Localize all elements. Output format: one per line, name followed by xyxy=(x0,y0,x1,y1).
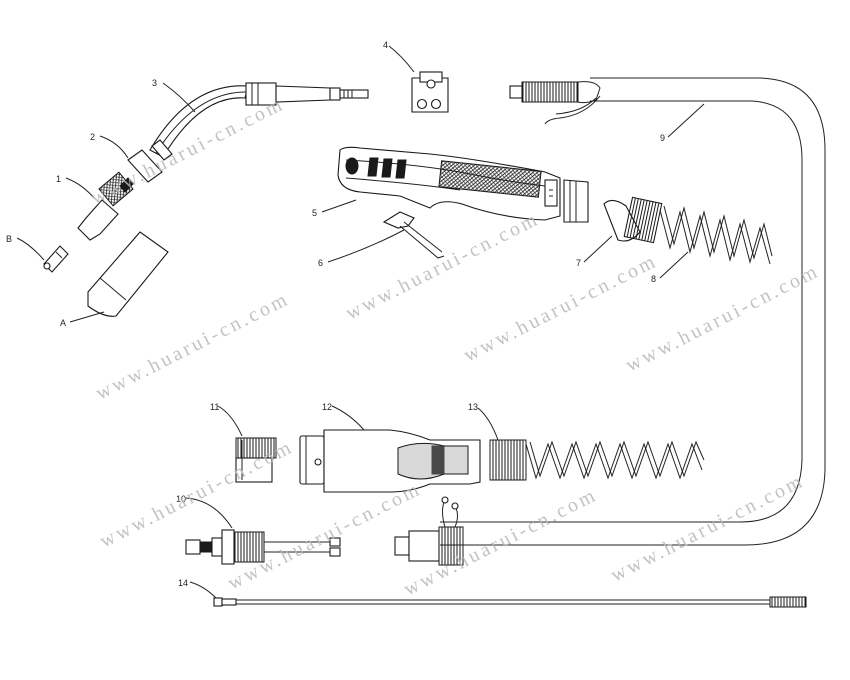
label-9: 9 xyxy=(660,133,665,143)
label-1: 1 xyxy=(56,174,61,184)
label-12: 12 xyxy=(322,402,332,412)
watermark: www.huarui-cn.com xyxy=(460,250,661,367)
cable-assembly xyxy=(394,77,826,566)
watermark: www.huarui-cn.com xyxy=(342,208,543,325)
contact-tip-part xyxy=(43,245,69,273)
label-13: 13 xyxy=(468,402,478,412)
spring-lower-part xyxy=(489,439,705,481)
rear-bushing-part xyxy=(603,196,663,244)
watermark: www.huarui-cn.com xyxy=(96,436,297,553)
nozzle-part xyxy=(87,231,169,317)
insulator-part xyxy=(127,139,173,183)
label-4: 4 xyxy=(383,40,388,50)
watermark: www.huarui-cn.com xyxy=(607,470,808,587)
label-6: 6 xyxy=(318,258,323,268)
swan-neck-part xyxy=(149,82,369,158)
tip-holder-part xyxy=(77,171,134,241)
spring-upper-part xyxy=(659,205,773,265)
label-5: 5 xyxy=(312,208,317,218)
block-part xyxy=(411,71,449,113)
label-10: 10 xyxy=(176,494,186,504)
rear-handle-part xyxy=(299,429,481,493)
label-2: 2 xyxy=(90,132,95,142)
label-11: 11 xyxy=(210,402,219,412)
leader-lines xyxy=(16,45,705,599)
trigger-part xyxy=(382,211,445,259)
part-labels: 3 2 1 B A 4 5 6 9 7 8 11 12 13 10 14 xyxy=(6,40,665,588)
label-3: 3 xyxy=(152,78,157,88)
connector-part xyxy=(185,529,341,565)
liner-part xyxy=(213,596,807,608)
handle-half-part xyxy=(337,146,589,223)
label-8: 8 xyxy=(651,274,656,284)
label-b: B xyxy=(6,234,12,244)
label-a: A xyxy=(60,318,66,328)
nut-part xyxy=(235,437,277,483)
label-7: 7 xyxy=(576,258,581,268)
grip-pattern xyxy=(367,157,542,198)
label-14: 14 xyxy=(178,578,188,588)
